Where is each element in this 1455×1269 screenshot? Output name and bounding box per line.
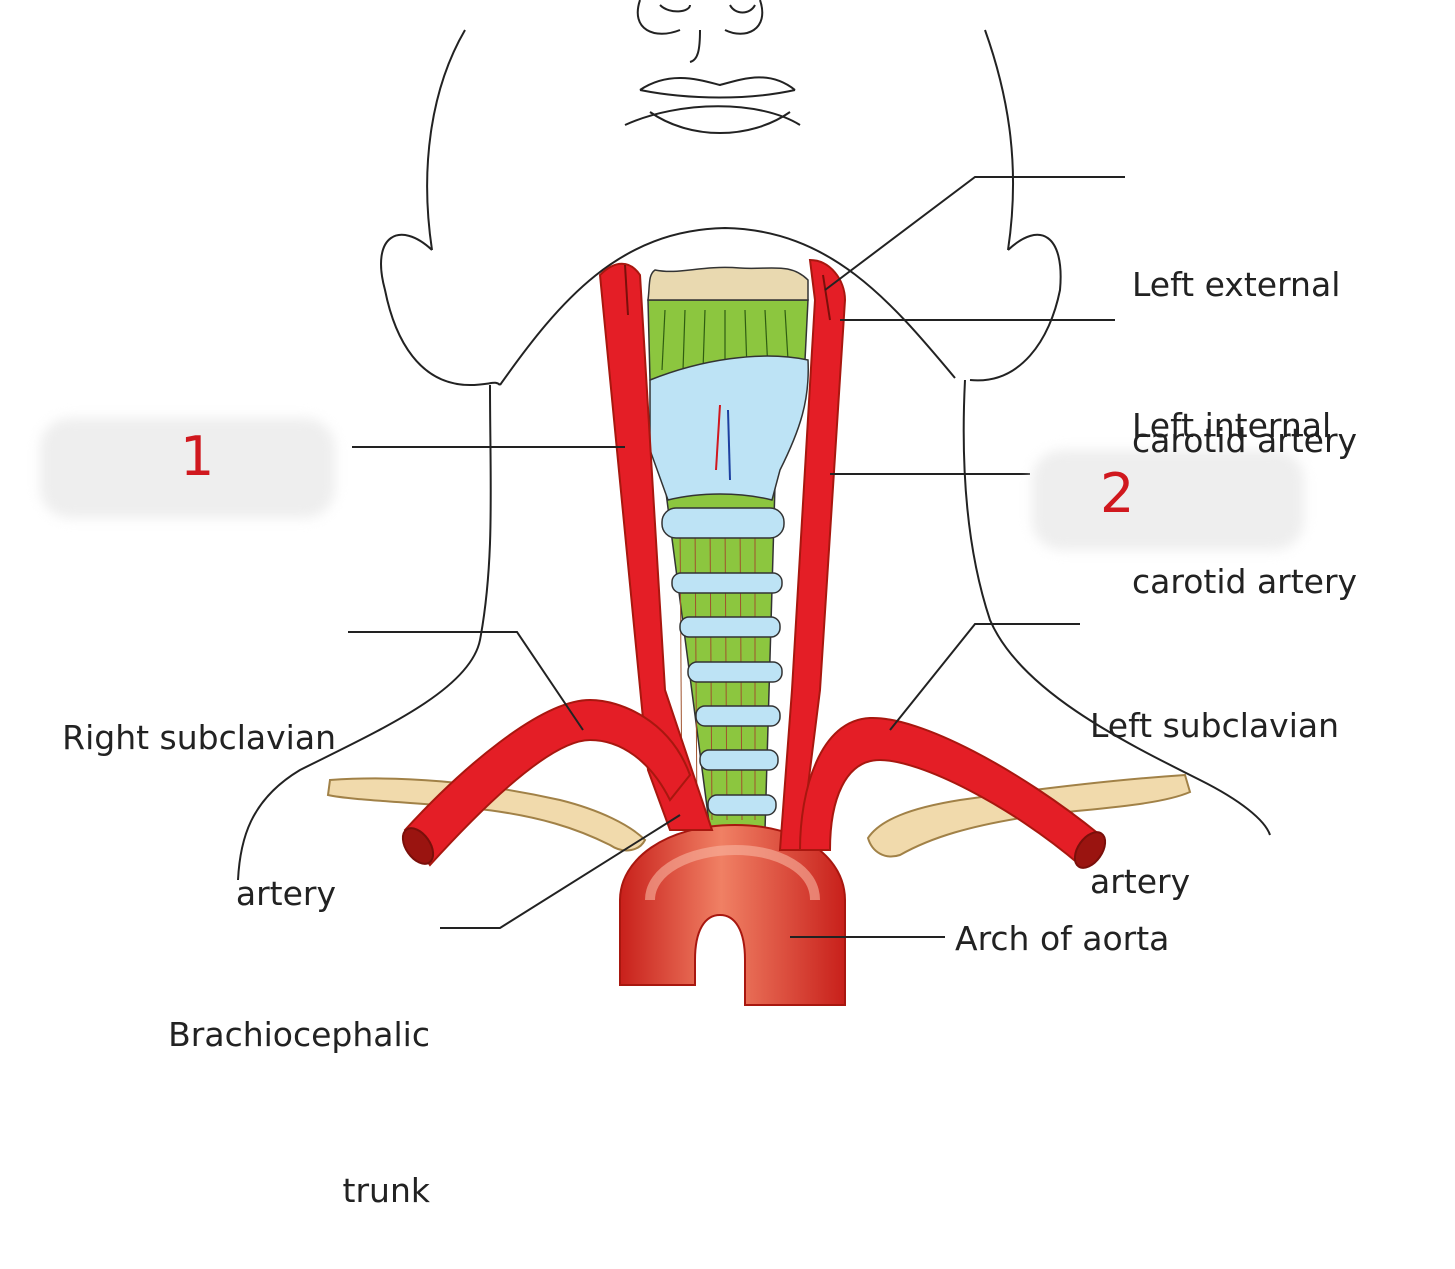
leader-left-external-carotid [825, 177, 1125, 290]
label-arch-of-aorta: Arch of aorta [955, 913, 1169, 965]
label-brachiocephalic: Brachiocephalic trunk [120, 905, 430, 1269]
aortic-arch [620, 825, 845, 1005]
marker-1: 1 [180, 425, 214, 488]
marker-2: 2 [1100, 462, 1134, 525]
leader-left-subclavian [890, 624, 1080, 730]
larynx [648, 267, 808, 500]
label-left-subclavian: Left subclavian artery [1090, 596, 1339, 960]
